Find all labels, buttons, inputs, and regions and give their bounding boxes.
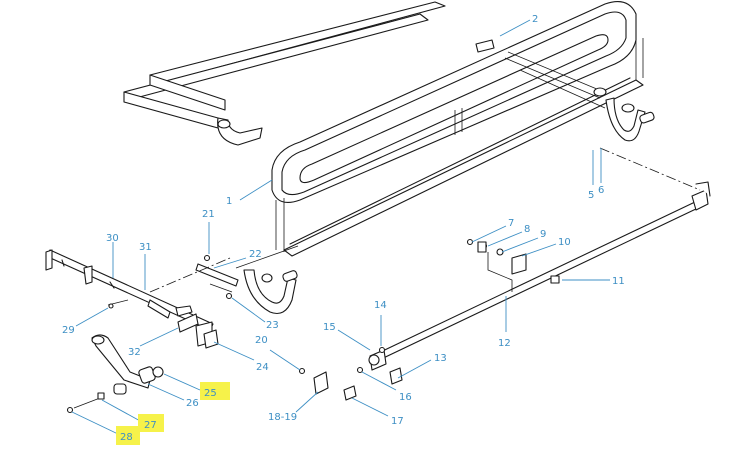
callout-8: 8 xyxy=(524,224,530,235)
callout-10: 10 xyxy=(558,237,571,248)
callout-28: 28 xyxy=(120,432,133,443)
callout-29: 29 xyxy=(62,325,75,336)
callout-22: 22 xyxy=(249,249,262,260)
callout-31: 31 xyxy=(139,242,152,253)
callout-24: 24 xyxy=(256,362,269,373)
callout-7: 7 xyxy=(508,218,514,229)
highlight-27 xyxy=(138,414,164,432)
callout-13: 13 xyxy=(434,353,447,364)
callout-18-19: 18-19 xyxy=(268,412,297,423)
highlight-28 xyxy=(116,426,140,445)
callout-1: 1 xyxy=(226,196,232,207)
callout-labels: 1 2 5 6 7 8 9 10 11 12 13 14 15 16 17 18… xyxy=(62,14,625,443)
callout-20: 20 xyxy=(255,335,268,346)
callout-27: 27 xyxy=(144,420,157,431)
callout-30: 30 xyxy=(106,233,119,244)
callout-14: 14 xyxy=(374,300,387,311)
callout-23: 23 xyxy=(266,320,279,331)
frame-assembly xyxy=(45,249,239,414)
callout-11: 11 xyxy=(612,276,625,287)
callout-6: 6 xyxy=(598,185,604,196)
callout-2: 2 xyxy=(532,14,538,25)
callout-16: 16 xyxy=(399,392,412,403)
rod-assembly xyxy=(298,147,711,401)
callout-5: 5 xyxy=(588,190,594,201)
callout-17: 17 xyxy=(391,416,404,427)
callout-21: 21 xyxy=(202,209,215,220)
highlight-25 xyxy=(200,382,230,400)
callout-32: 32 xyxy=(128,347,141,358)
callout-26: 26 xyxy=(186,398,199,409)
callout-15: 15 xyxy=(323,322,336,333)
callout-12: 12 xyxy=(498,338,511,349)
highlights xyxy=(116,382,230,445)
bed-rail-assembly xyxy=(123,1,655,315)
leader-lines xyxy=(71,19,610,435)
callout-9: 9 xyxy=(540,229,546,240)
callout-25: 25 xyxy=(204,388,217,399)
